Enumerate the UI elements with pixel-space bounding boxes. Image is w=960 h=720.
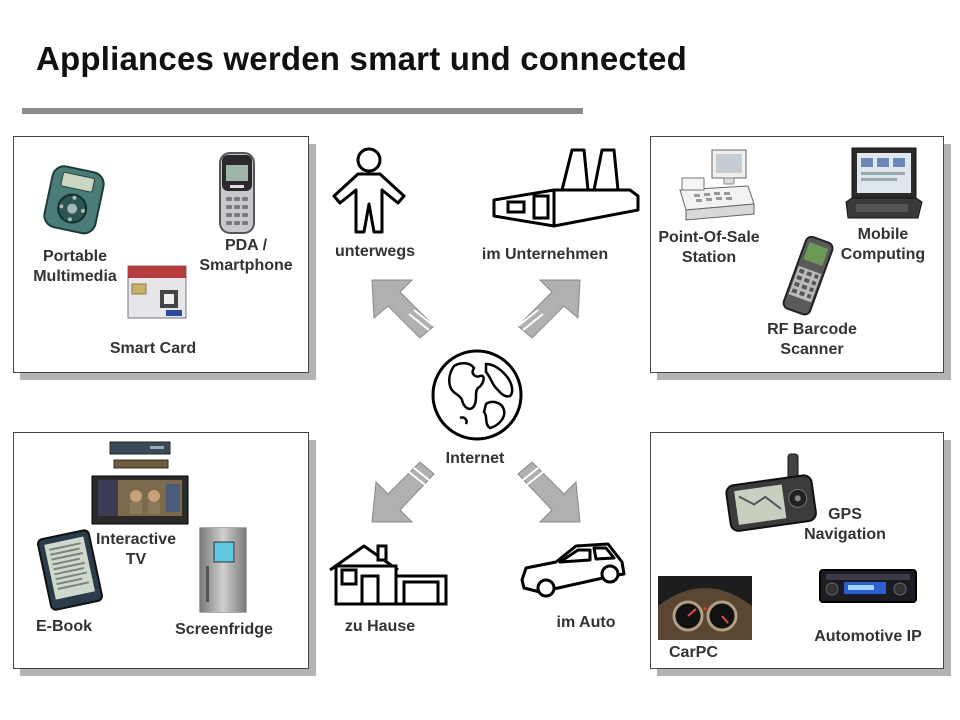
label-ebook: E-Book — [36, 618, 92, 635]
interactive-tv-image — [91, 441, 189, 525]
pda-smartphone-image — [219, 152, 255, 234]
arrow-to-enterprise — [517, 279, 581, 339]
label-smart-card: Smart Card — [109, 340, 197, 357]
portable-multimedia-image — [43, 165, 105, 235]
smart-card-image — [127, 265, 187, 319]
context-home-label: zu Hause — [344, 618, 416, 635]
context-car-label: im Auto — [556, 614, 616, 631]
label-carpc: CarPC — [669, 644, 718, 661]
label-rf-barcode-scanner: RF Barcode Scanner — [767, 321, 857, 358]
page-title: Appliances werden smart und connected — [36, 40, 688, 77]
rf-barcode-scanner-image — [782, 235, 834, 316]
screenfridge-image — [199, 527, 247, 613]
internet-label: Internet — [445, 450, 505, 467]
automotive-ip-image — [819, 569, 917, 603]
factory-icon — [492, 148, 640, 228]
car-icon — [520, 542, 626, 598]
label-screenfridge: Screenfridge — [175, 621, 273, 638]
context-enterprise-label: im Unternehmen — [481, 246, 609, 263]
title-divider — [22, 108, 583, 114]
arrow-to-home — [371, 461, 435, 523]
context-mobile-label: unterwegs — [334, 243, 415, 260]
label-pos-station: Point-Of-Sale Station — [658, 229, 760, 266]
carpc-image — [658, 576, 752, 640]
arrow-to-car — [517, 461, 581, 523]
label-portable-multimedia: Portable Multimedia — [33, 248, 117, 285]
arrow-to-mobile — [371, 279, 435, 339]
ebook-image — [37, 529, 103, 611]
person-icon — [332, 147, 406, 234]
pos-station-image — [679, 149, 755, 221]
label-mobile-computing: Mobile Computing — [840, 226, 926, 263]
mobile-computing-image — [845, 147, 923, 219]
label-automotive-ip: Automotive IP — [814, 628, 922, 645]
label-gps-navigation: GPS Navigation — [804, 506, 886, 543]
label-pda-smartphone: PDA / Smartphone — [199, 237, 293, 274]
label-interactive-tv: Interactive TV — [95, 531, 177, 568]
house-icon — [329, 544, 448, 606]
gps-navigation-image — [725, 453, 817, 532]
globe-icon — [431, 349, 523, 441]
